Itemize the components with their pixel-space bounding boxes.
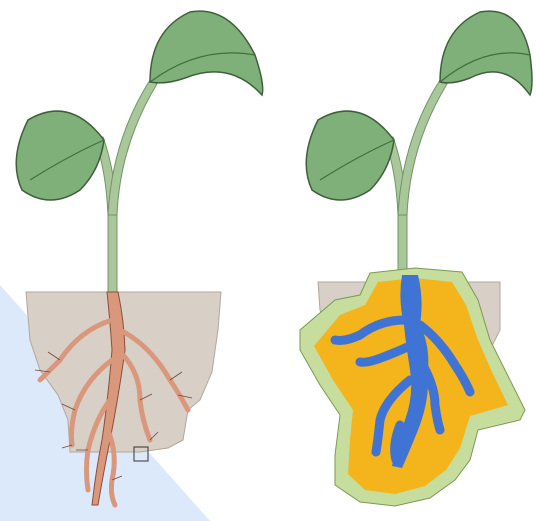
right-plant bbox=[300, 11, 532, 506]
right-upper-stem bbox=[398, 80, 447, 215]
right-blue-branch-f bbox=[395, 425, 400, 460]
left-upper-stem bbox=[108, 80, 157, 215]
left-leaf-small bbox=[16, 111, 104, 200]
right-leaf-small bbox=[306, 111, 394, 200]
